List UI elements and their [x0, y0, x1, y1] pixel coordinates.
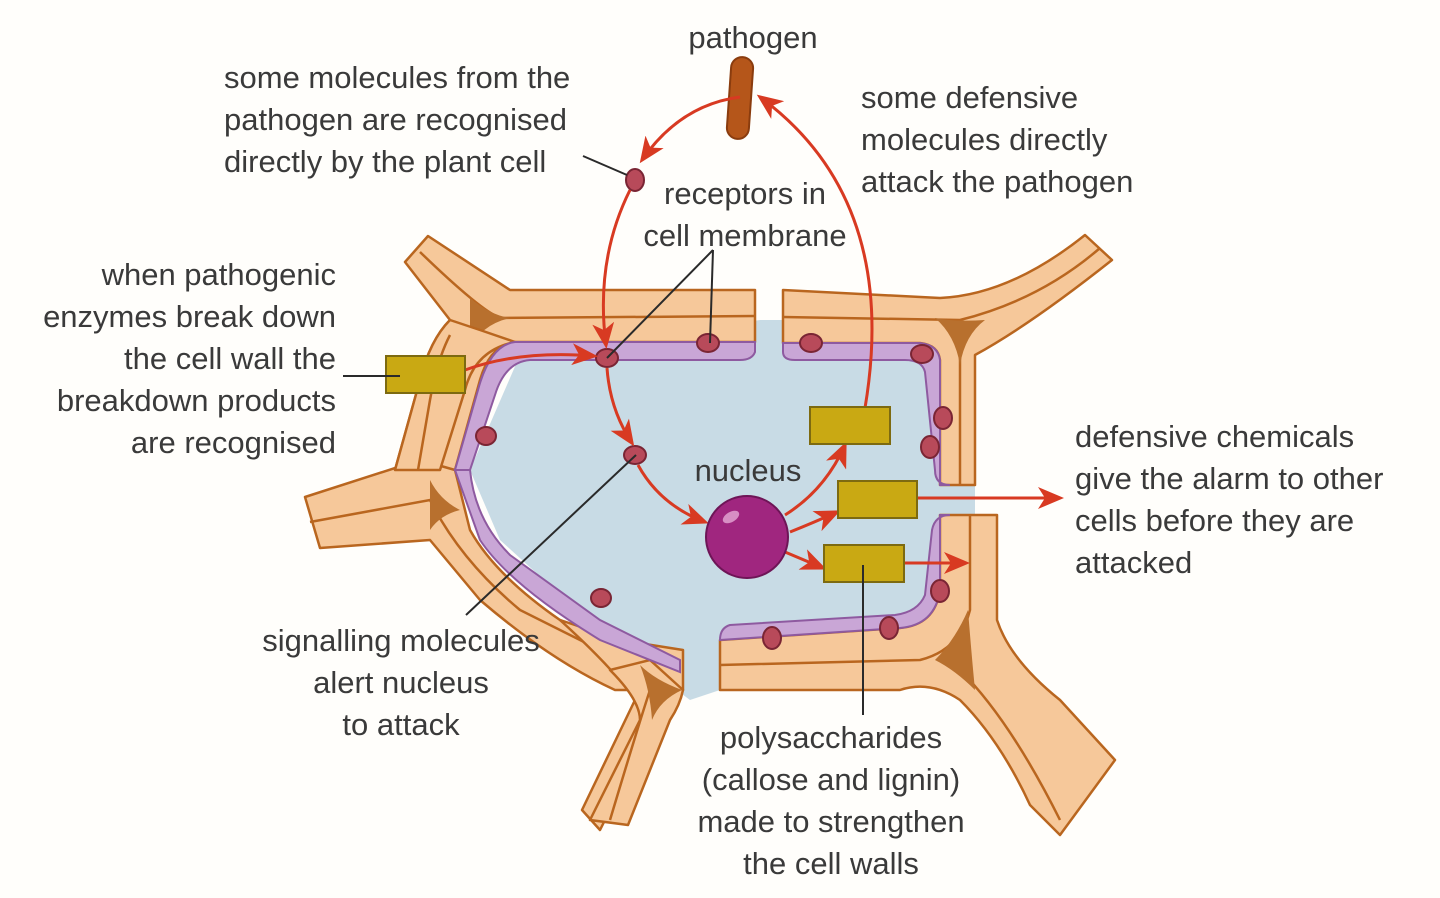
- label-line: when pathogenic: [101, 257, 336, 292]
- label-line: the cell walls: [743, 846, 919, 881]
- label-line: the cell wall the: [124, 341, 336, 376]
- label-receptors: receptors in cell membrane: [643, 176, 846, 253]
- leader-lines: [343, 155, 864, 715]
- arrow-box-to-receptor: [464, 343, 598, 372]
- cell-membrane-top-left: [453, 341, 756, 471]
- leader-recognised-directly: [582, 155, 628, 176]
- label-line: nucleus: [695, 453, 802, 488]
- label-line: attack the pathogen: [861, 164, 1133, 199]
- receptor: [696, 333, 720, 353]
- leader-signalling: [465, 454, 637, 616]
- receptor: [590, 588, 612, 608]
- label-line: polysaccharides: [720, 720, 942, 755]
- arrow-nucleus-to-box3: [784, 549, 827, 570]
- receptor: [762, 626, 782, 650]
- label-alarm: defensive chemicals give the alarm to ot…: [1075, 419, 1383, 580]
- receptors: [475, 168, 953, 650]
- label-nucleus: nucleus: [695, 453, 802, 488]
- label-line: pathogen are recognised: [224, 102, 567, 137]
- label-line: (callose and lignin): [702, 762, 960, 797]
- arrow-pathogen-to-receptor: [639, 95, 741, 164]
- label-polysaccharides: polysaccharides (callose and lignin) mad…: [697, 720, 964, 881]
- label-line: molecules directly: [861, 122, 1108, 157]
- arrow-signal-to-nucleus: [636, 464, 709, 525]
- label-line: alert nucleus: [313, 665, 489, 700]
- cell-membrane-left: [453, 469, 681, 674]
- arrow-receptor-to-membrane: [592, 189, 632, 349]
- label-enzymes-breakdown: when pathogenic enzymes break down the c…: [43, 257, 336, 460]
- label-line: directly by the plant cell: [224, 144, 546, 179]
- label-pathogen: pathogen: [688, 20, 817, 55]
- label-line: some defensive: [861, 80, 1078, 115]
- label-line: defensive chemicals: [1075, 419, 1354, 454]
- leader-receptors-2: [709, 249, 714, 344]
- label-line: pathogen: [688, 20, 817, 55]
- receptor: [475, 426, 497, 446]
- cell-membrane-bottom-right: [718, 514, 951, 642]
- label-line: made to strengthen: [697, 804, 964, 839]
- label-recognised-directly: some molecules from the pathogen are rec…: [224, 60, 570, 179]
- label-line: attacked: [1075, 545, 1192, 580]
- receptor: [920, 435, 940, 459]
- arrow-box1-to-pathogen: [756, 94, 874, 409]
- alarm-chemicals-box: [837, 480, 918, 519]
- receptor: [799, 333, 823, 353]
- label-line: some molecules from the: [224, 60, 570, 95]
- arrow-nucleus-to-box2: [789, 510, 841, 534]
- receptor: [879, 616, 899, 640]
- label-signalling: signalling molecules alert nucleus to at…: [262, 623, 539, 742]
- label-line: give the alarm to other: [1075, 461, 1383, 496]
- receptor: [625, 168, 645, 192]
- label-line: receptors in: [664, 176, 826, 211]
- leader-receptors-1: [606, 249, 714, 359]
- receptor: [910, 344, 934, 364]
- label-line: cells before they are: [1075, 503, 1354, 538]
- label-line: enzymes break down: [43, 299, 336, 334]
- nucleus: [705, 495, 789, 579]
- arrow-receptor-to-signal: [605, 367, 635, 447]
- polysaccharides-box: [823, 544, 905, 583]
- defensive-molecules-box: [809, 406, 891, 445]
- label-defensive-attack: some defensive molecules directly attack…: [861, 80, 1133, 199]
- cell-wall-bottom-left: [558, 618, 685, 832]
- label-line: signalling molecules: [262, 623, 539, 658]
- label-line: to attack: [342, 707, 460, 742]
- label-line: are recognised: [131, 425, 336, 460]
- cell-wall-top-right: [781, 233, 1114, 487]
- arrow-nucleus-to-box1: [784, 441, 847, 517]
- arrows: [464, 94, 1064, 574]
- breakdown-products-box: [385, 355, 466, 394]
- receptor: [930, 579, 950, 603]
- label-line: breakdown products: [57, 383, 336, 418]
- receptor: [933, 406, 953, 430]
- label-line: cell membrane: [643, 218, 846, 253]
